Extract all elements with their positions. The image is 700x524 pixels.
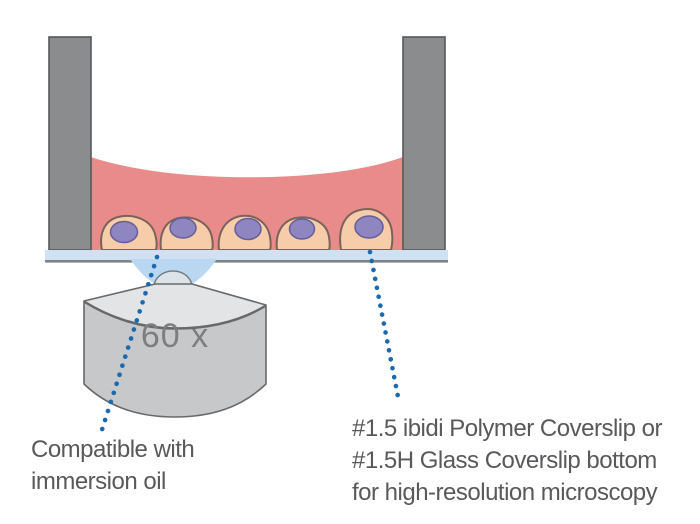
leader-line-coverslip (367, 249, 402, 405)
cell-nucleus (288, 218, 316, 240)
annotation-line: #1.5 ibidi Polymer Coverslip or (352, 415, 662, 442)
cell-nucleus (234, 217, 262, 241)
annotation-line: for high-resolution microscopy (352, 479, 658, 506)
annotation-line: immersion oil (31, 468, 166, 495)
objective-body (83, 301, 267, 418)
annotation-line: Compatible with (31, 436, 195, 463)
cell-nucleus (354, 215, 384, 239)
annotation-line: #1.5H Glass Coverslip bottom (352, 447, 657, 474)
cell-nucleus (109, 220, 139, 244)
dish-wall-right (402, 36, 446, 251)
annotation-coverslip: #1.5 ibidi Polymer Coverslip or #1.5H Gl… (352, 413, 662, 509)
dish-wall-left (48, 36, 92, 251)
cell-layer (100, 208, 394, 251)
coverslip-underside-line (45, 260, 448, 263)
leader-line-immersion-oil (97, 254, 160, 439)
cell-nucleus (169, 217, 197, 239)
annotation-immersion-oil: Compatible with immersion oil (31, 434, 195, 498)
coverslip-bottom (45, 250, 448, 260)
objective-cone-top (83, 283, 267, 329)
objective-magnification-label: 60 x (141, 317, 209, 355)
